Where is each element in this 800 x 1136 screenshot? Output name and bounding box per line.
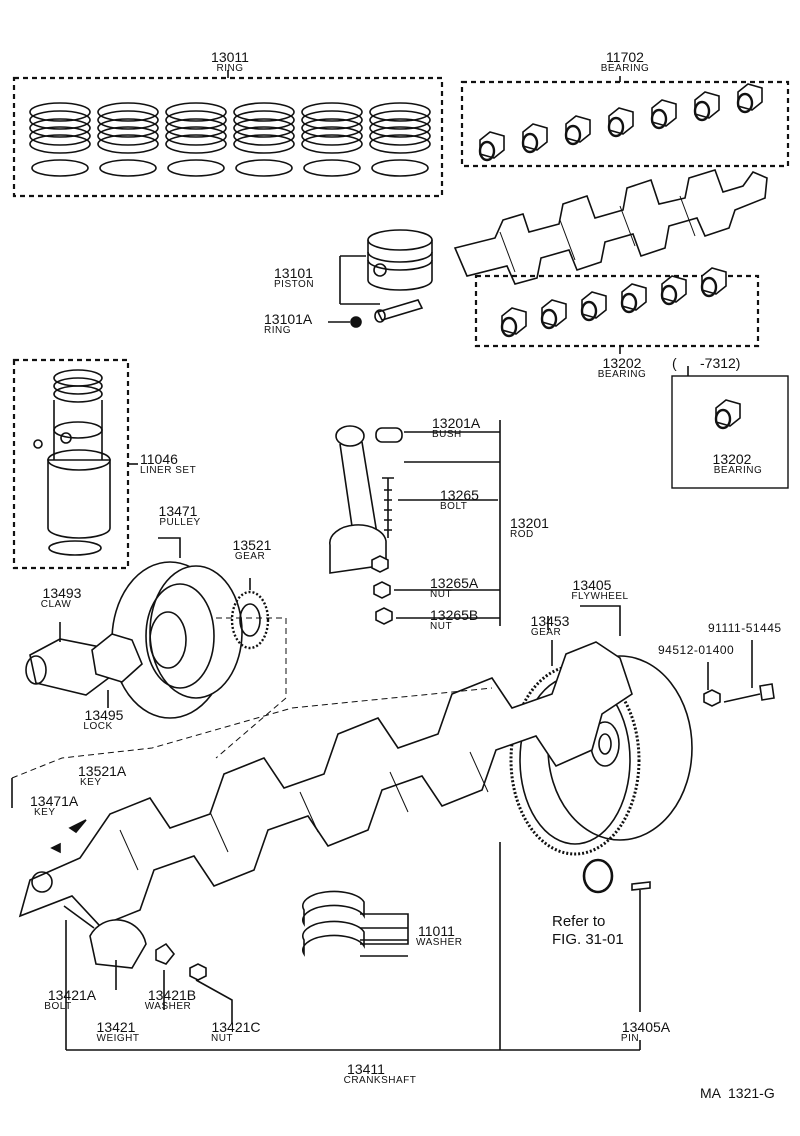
part-name-liner-set: LINER SET (140, 465, 197, 476)
crankshaft-upper (453, 169, 768, 285)
part-number-lock: 13495 (84, 707, 124, 723)
part-name-bolt-rod: BOLT (440, 501, 468, 512)
part-name-claw: CLAW (40, 599, 72, 610)
part-number-key-a: 13521A (78, 763, 127, 779)
part-name-key-b: KEY (34, 807, 56, 818)
part-name-piston: PISTON (274, 279, 315, 290)
part-number-ring: 13011 (211, 49, 249, 65)
part-number-bolt-flywheel: 91111-51445 (708, 621, 782, 635)
part-name-pin: PIN (620, 1033, 640, 1044)
liner-set-group (12, 358, 138, 570)
part-number-nut-a: 13265A (430, 575, 479, 591)
reference-line-2: FIG. 31-01 (552, 931, 624, 948)
part-number-piston: 13101 (274, 265, 313, 281)
part-number-key-b: 13471A (30, 793, 79, 809)
part-number-liner-set: 11046 (140, 451, 178, 467)
part-number-nut-flywheel: 94512-01400 (658, 643, 735, 657)
part-name-washer-weight: WASHER (144, 1001, 192, 1012)
part-number-pin: 13405A (621, 1019, 671, 1035)
part-name-gear-pulley: GEAR (234, 551, 266, 562)
part-name-gear-flywheel: GEAR (530, 627, 562, 638)
part-number-bearing-rod: 13202 (602, 355, 642, 371)
part-number-bush: 13201A (432, 415, 481, 431)
rod-bearing-group (474, 266, 760, 354)
part-name-lock: LOCK (83, 721, 113, 732)
part-number-weight: 13421 (96, 1019, 136, 1035)
part-name-key-a: KEY (80, 777, 102, 788)
part-number-crankshaft: 13411 (347, 1061, 385, 1077)
part-number-rod: 13201 (510, 515, 549, 531)
rod-bearing-single (671, 366, 789, 489)
date-range: ( -7312) (672, 355, 741, 371)
part-number-gear-pulley: 13521 (232, 537, 272, 553)
main-bearing-group (460, 76, 790, 168)
part-name-nut-weight: NUT (210, 1033, 234, 1044)
part-number-bolt-weight: 13421A (47, 987, 97, 1003)
part-name-ring: RING (216, 63, 244, 74)
part-number-gear-flywheel: 13453 (530, 613, 570, 629)
part-number-bolt-rod: 13265 (440, 487, 479, 503)
part-name-rod: ROD (510, 529, 534, 540)
part-name-bearing-main: BEARING (600, 63, 650, 74)
part-name-washer: WASHER (416, 937, 463, 948)
part-name-piston-ring: RING (264, 325, 291, 336)
diagram-code: MA 1321-G (700, 1085, 775, 1101)
part-number-pulley: 13471 (158, 503, 198, 519)
part-number-piston-ring: 13101A (264, 311, 313, 327)
connecting-rod (329, 420, 501, 626)
part-number-bearing-main: 11702 (606, 49, 644, 65)
part-name-flywheel: FLYWHEEL (571, 591, 629, 602)
pulley-assembly (25, 537, 287, 759)
counterweight-group (63, 842, 641, 1051)
reference-line-1: Refer to (552, 913, 606, 930)
part-name-weight: WEIGHT (96, 1033, 140, 1044)
part-name-bolt-weight: BOLT (44, 1001, 72, 1012)
part-number-nut-weight: 13421C (211, 1019, 261, 1035)
piston (328, 229, 433, 328)
crankshaft-main (11, 641, 633, 927)
part-number-flywheel: 13405 (572, 577, 612, 593)
part-number-washer: 11011 (418, 923, 455, 939)
part-number-claw: 13493 (42, 585, 82, 601)
part-name-nut-a: NUT (430, 589, 453, 600)
ring-set-group (12, 70, 444, 198)
part-name-nut-b: NUT (430, 621, 453, 632)
part-number-bearing-rod-2: 13202 (712, 451, 752, 467)
part-name-bearing-rod: BEARING (597, 369, 647, 380)
part-name-crankshaft: CRANKSHAFT (343, 1075, 417, 1086)
part-name-pulley: PULLEY (159, 517, 201, 528)
part-number-washer-weight: 13421B (147, 987, 197, 1003)
part-name-bush: BUSH (432, 429, 462, 440)
part-number-nut-b: 13265B (430, 607, 479, 623)
part-name-bearing-rod-2: BEARING (713, 465, 763, 476)
